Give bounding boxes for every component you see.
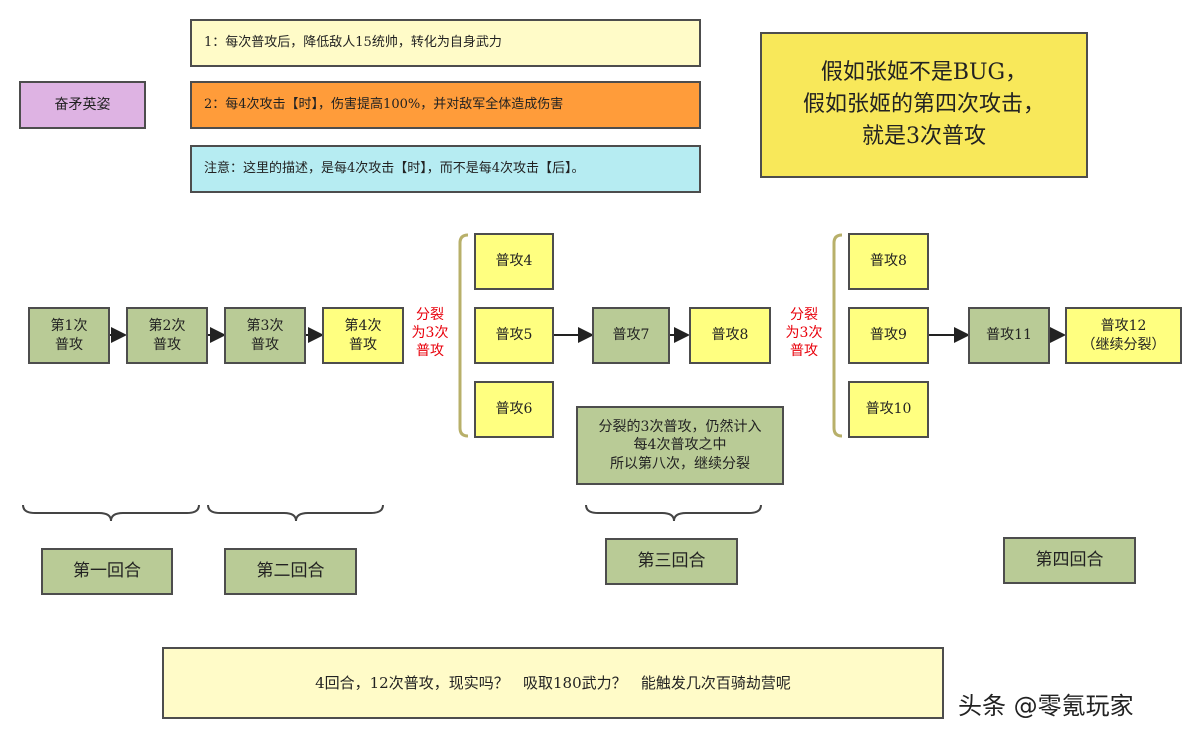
- attack-node-a6: 普攻6: [474, 381, 554, 438]
- attack-node-a4: 普攻4: [474, 233, 554, 290]
- split-bracket-1: [458, 233, 469, 438]
- effect2-box: 2：每4次攻击【时】，伤害提高100%，并对敌军全体造成伤害: [190, 81, 701, 129]
- attack-node-2-line1: 第2次: [148, 317, 186, 334]
- attack-node-b10: 普攻10: [848, 381, 929, 438]
- hypothesis-line-1: 假如张姬不是BUG，: [820, 60, 1028, 86]
- caution-text: 注意：这里的描述，是每4次攻击【时】，而不是每4次攻击【后】。: [204, 161, 585, 177]
- attack-node-a12: 普攻12 （继续分裂）: [1065, 307, 1182, 364]
- attack-node-3: 第3次 普攻: [224, 307, 306, 364]
- effect1-text: 1：每次普攻后，降低敌人15统帅，转化为自身武力: [204, 35, 502, 51]
- attack-node-4-line1: 第4次: [344, 317, 382, 334]
- summary-box: 4回合，12次普攻，现实吗？ 吸取180武力？ 能触发几次百骑劫营呢: [162, 647, 944, 719]
- attack-node-b9-label: 普攻9: [870, 327, 907, 344]
- round-1-text: 第一回合: [73, 561, 141, 582]
- round-2-text: 第二回合: [256, 561, 325, 582]
- split-label-1-line3: 普攻: [416, 343, 444, 360]
- attack-node-3-line2: 普攻: [251, 336, 279, 353]
- explain-line-2: 每4次普攻之中: [633, 437, 727, 454]
- watermark-text: 头条 @零氪玩家: [958, 692, 1134, 720]
- attack-node-a7-label: 普攻7: [612, 327, 650, 344]
- attack-node-a4-label: 普攻4: [495, 253, 533, 270]
- attack-node-a7: 普攻7: [592, 307, 670, 364]
- skill-name-box: 奋矛英姿: [19, 81, 146, 129]
- effect1-box: 1：每次普攻后，降低敌人15统帅，转化为自身武力: [190, 19, 701, 67]
- attack-node-a5-label: 普攻5: [495, 327, 533, 344]
- attack-node-1-line1: 第1次: [50, 317, 88, 334]
- explain-line-3: 所以第八次，继续分裂: [610, 455, 750, 472]
- attack-node-a6-label: 普攻6: [495, 401, 533, 418]
- split-label-1-line1: 分裂: [416, 307, 444, 323]
- round-2-label: 第二回合: [224, 548, 357, 595]
- attack-node-b8: 普攻8: [848, 233, 929, 290]
- effect2-text: 2：每4次攻击【时】，伤害提高100%，并对敌军全体造成伤害: [204, 97, 564, 113]
- split-label-1: 分裂 为3次 普攻: [410, 306, 450, 361]
- attack-node-b10-label: 普攻10: [865, 401, 912, 418]
- attack-node-2-line2: 普攻: [153, 336, 181, 353]
- attack-node-1: 第1次 普攻: [28, 307, 110, 364]
- attack-node-4-line2: 普攻: [349, 336, 377, 353]
- split-label-2-line1: 分裂: [790, 307, 818, 323]
- round-3-label: 第三回合: [605, 538, 738, 585]
- split-bracket-2: [832, 233, 843, 438]
- brace-round1: [22, 504, 200, 522]
- watermark: 头条 @零氪玩家: [958, 686, 1134, 721]
- attack-node-3-line1: 第3次: [246, 317, 284, 334]
- split-label-2-line2: 为3次: [785, 325, 823, 342]
- hypothesis-line-2: 假如张姬的第四次攻击，: [802, 92, 1045, 118]
- attack-node-4: 第4次 普攻: [322, 307, 404, 364]
- hypothesis-box: 假如张姬不是BUG， 假如张姬的第四次攻击， 就是3次普攻: [760, 32, 1088, 178]
- attack-node-a11: 普攻11: [968, 307, 1050, 364]
- attack-node-2: 第2次 普攻: [126, 307, 208, 364]
- split-label-2: 分裂 为3次 普攻: [784, 306, 824, 361]
- round-4-label: 第四回合: [1003, 537, 1136, 584]
- summary-text: 4回合，12次普攻，现实吗？ 吸取180武力？ 能触发几次百骑劫营呢: [315, 673, 791, 692]
- attack-node-b9: 普攻9: [848, 307, 929, 364]
- explain-line-1: 分裂的3次普攻，仍然计入: [598, 419, 762, 436]
- attack-node-1-line2: 普攻: [55, 336, 83, 353]
- attack-node-a11-label: 普攻11: [986, 327, 1032, 344]
- round-1-label: 第一回合: [41, 548, 173, 595]
- split-label-2-line3: 普攻: [790, 343, 818, 360]
- attack-node-a12-line2: （继续分裂）: [1081, 336, 1166, 353]
- attack-node-a8-mid: 普攻8: [689, 307, 771, 364]
- caution-box: 注意：这里的描述，是每4次攻击【时】，而不是每4次攻击【后】。: [190, 145, 701, 193]
- split-label-1-line2: 为3次: [411, 325, 449, 342]
- round-4-text: 第四回合: [1035, 550, 1104, 571]
- attack-node-a5: 普攻5: [474, 307, 554, 364]
- brace-round3: [585, 504, 762, 522]
- skill-name-label: 奋矛英姿: [54, 96, 111, 113]
- round-3-text: 第三回合: [637, 551, 706, 572]
- attack-node-b8-label: 普攻8: [870, 253, 907, 270]
- attack-node-a8-mid-label: 普攻8: [711, 327, 749, 344]
- hypothesis-line-3: 就是3次普攻: [862, 123, 986, 149]
- brace-round2: [207, 504, 384, 522]
- attack-node-a12-line1: 普攻12: [1100, 317, 1147, 334]
- explain-box: 分裂的3次普攻，仍然计入 每4次普攻之中 所以第八次，继续分裂: [576, 406, 784, 485]
